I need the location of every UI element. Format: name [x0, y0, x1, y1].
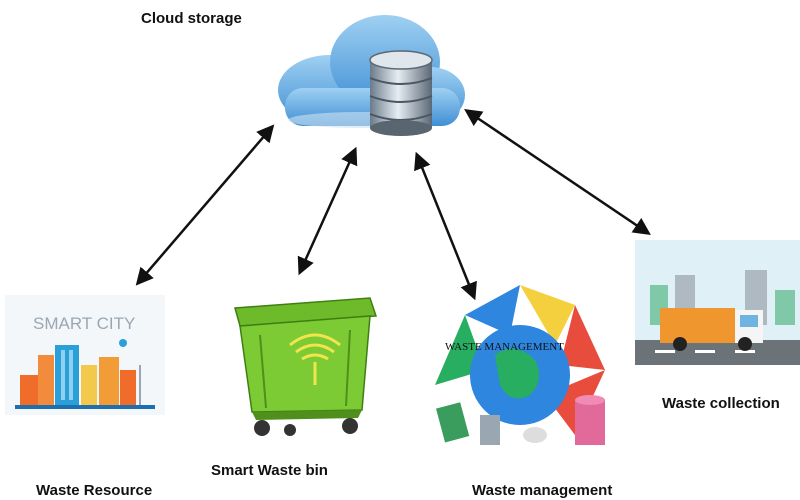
arrow-cloud-smart-bin: [297, 146, 358, 276]
waste-resource-label: Waste Resource: [36, 482, 153, 499]
arrow-cloud-collection: [464, 109, 651, 235]
waste-management-label: Waste management: [472, 482, 613, 499]
waste-collection-label: Waste collection: [662, 395, 780, 412]
garbage-truck-illustration: [635, 240, 800, 365]
cloud-storage-label: Cloud storage: [141, 10, 242, 27]
smart-waste-bin-icon: [234, 297, 378, 436]
smart-city-image-text: SMART CITY: [33, 314, 135, 333]
smart-waste-bin-label: Smart Waste bin: [211, 462, 328, 479]
arrow-cloud-smart-city: [135, 124, 275, 286]
smart-city-illustration: SMART CITY: [5, 295, 165, 415]
waste-management-image-text: WASTE MANAGEMENT: [445, 341, 564, 353]
waste-management-illustration: WASTE MANAGEMENT: [435, 285, 605, 445]
